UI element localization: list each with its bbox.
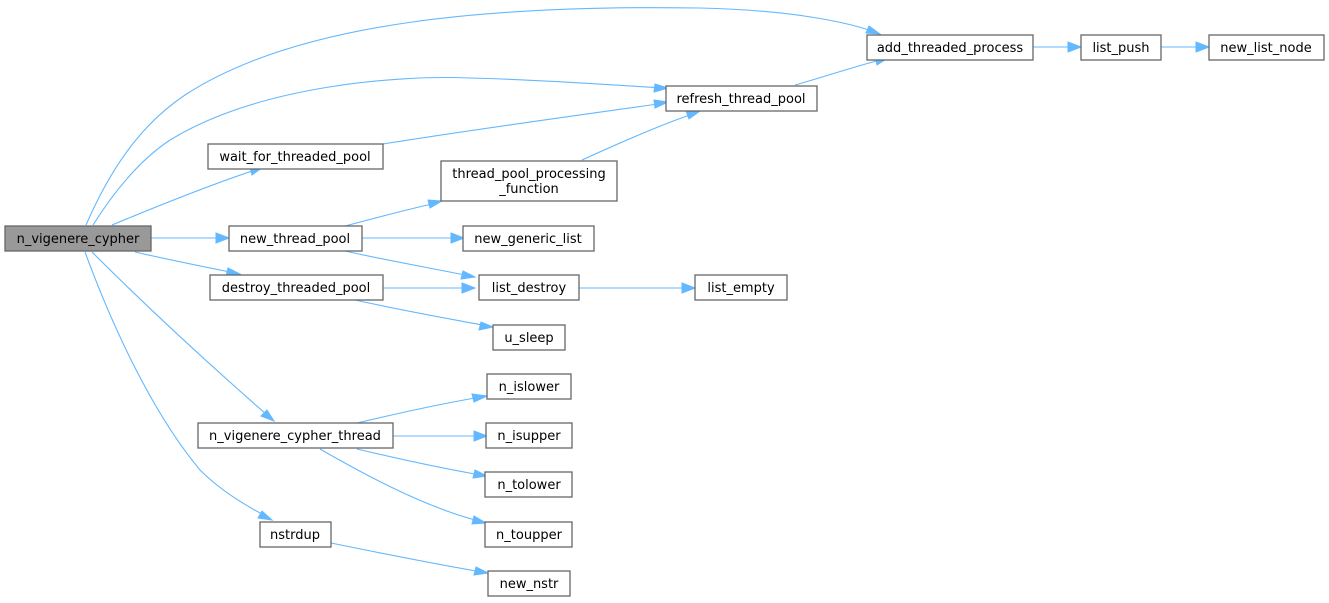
edge-destroy-threaded-pool-to-list-destroy xyxy=(383,282,477,294)
edge-n-vigenere-cypher-thread-to-n-islower xyxy=(356,393,489,424)
node-label: new_thread_pool xyxy=(240,232,350,247)
edge-list-push-to-new-list-node xyxy=(1161,41,1211,53)
node-label: n_toupper xyxy=(496,528,563,543)
node-n-islower[interactable]: n_islower xyxy=(486,373,572,400)
node-label: refresh_thread_pool xyxy=(676,92,805,107)
edge-refresh-thread-pool-to-add-threaded-process xyxy=(794,56,890,86)
node-label-line-1: thread_pool_processing xyxy=(452,167,605,182)
node-label-line-2: _function xyxy=(498,182,559,197)
node-label: wait_for_threaded_pool xyxy=(219,150,370,165)
edge-n-vigenere-cypher-to-n-vigenere-cypher-thread xyxy=(91,251,276,423)
node-new-thread-pool[interactable]: new_thread_pool xyxy=(228,225,363,252)
node-label: n_vigenere_cypher_thread xyxy=(209,429,381,444)
node-list-empty[interactable]: list_empty xyxy=(694,274,788,301)
edges xyxy=(84,7,1211,576)
node-label: n_isupper xyxy=(497,429,561,444)
node-list-push[interactable]: list_push xyxy=(1080,34,1162,61)
node-wait-for-threaded-pool[interactable]: wait_for_threaded_pool xyxy=(207,143,384,170)
node-label: new_nstr xyxy=(500,577,559,592)
node-list-destroy[interactable]: list_destroy xyxy=(478,274,580,301)
node-new-nstr[interactable]: new_nstr xyxy=(487,570,571,597)
edge-n-vigenere-cypher-thread-to-n-isupper xyxy=(393,430,489,442)
edge-wait-for-threaded-pool-to-refresh-thread-pool xyxy=(382,99,670,145)
edge-thread-pool-processing-function-to-refresh-thread-pool xyxy=(581,110,702,161)
node-label: n_tolower xyxy=(497,478,561,493)
node-label: u_sleep xyxy=(504,331,553,346)
edge-list-destroy-to-list-empty xyxy=(579,282,697,294)
edge-n-vigenere-cypher-to-add-threaded-process xyxy=(85,7,882,226)
node-label: add_threaded_process xyxy=(877,41,1024,56)
node-new-generic-list[interactable]: new_generic_list xyxy=(462,225,595,252)
node-n-isupper[interactable]: n_isupper xyxy=(485,422,573,449)
node-label: new_list_node xyxy=(1220,41,1311,56)
node-nstrdup[interactable]: nstrdup xyxy=(259,521,332,548)
edge-add-threaded-process-to-list-push xyxy=(1033,41,1083,53)
node-n-tolower[interactable]: n_tolower xyxy=(484,471,573,498)
node-thread-pool-processing-function[interactable]: thread_pool_processing _function xyxy=(440,160,618,202)
node-n-vigenere-cypher[interactable]: n_vigenere_cypher xyxy=(4,225,152,252)
edge-n-vigenere-cypher-to-nstrdup xyxy=(84,251,274,521)
edge-new-thread-pool-to-thread-pool-processing-function xyxy=(344,199,444,227)
node-label: list_push xyxy=(1092,41,1149,56)
node-new-list-node[interactable]: new_list_node xyxy=(1208,34,1325,61)
edge-new-thread-pool-to-list-destroy xyxy=(344,250,477,280)
node-destroy-threaded-pool[interactable]: destroy_threaded_pool xyxy=(209,274,384,301)
node-n-toupper[interactable]: n_toupper xyxy=(484,521,573,548)
node-label: n_vigenere_cypher xyxy=(17,232,140,247)
edge-n-vigenere-cypher-to-destroy-threaded-pool xyxy=(134,251,242,277)
node-label: list_destroy xyxy=(492,281,567,296)
node-label: list_empty xyxy=(707,281,775,296)
edge-n-vigenere-cypher-to-new-thread-pool xyxy=(151,232,231,244)
node-label: destroy_threaded_pool xyxy=(222,281,370,296)
node-label: n_islower xyxy=(499,380,560,395)
edge-new-thread-pool-to-new-generic-list xyxy=(362,232,466,244)
edge-n-vigenere-cypher-thread-to-n-toupper xyxy=(319,448,488,525)
node-u-sleep[interactable]: u_sleep xyxy=(492,324,566,351)
edge-n-vigenere-cypher-thread-to-n-tolower xyxy=(356,448,489,479)
node-n-vigenere-cypher-thread[interactable]: n_vigenere_cypher_thread xyxy=(197,422,394,449)
node-add-threaded-process[interactable]: add_threaded_process xyxy=(866,34,1034,61)
edge-destroy-threaded-pool-to-u-sleep xyxy=(354,299,495,331)
edge-n-vigenere-cypher-to-wait-for-threaded-pool xyxy=(111,166,265,226)
node-refresh-thread-pool[interactable]: refresh_thread_pool xyxy=(665,85,818,112)
node-label: new_generic_list xyxy=(474,232,582,247)
edge-n-vigenere-cypher-to-refresh-thread-pool xyxy=(92,76,670,226)
edge-nstrdup-to-new-nstr xyxy=(330,542,490,576)
node-label: nstrdup xyxy=(270,528,320,543)
